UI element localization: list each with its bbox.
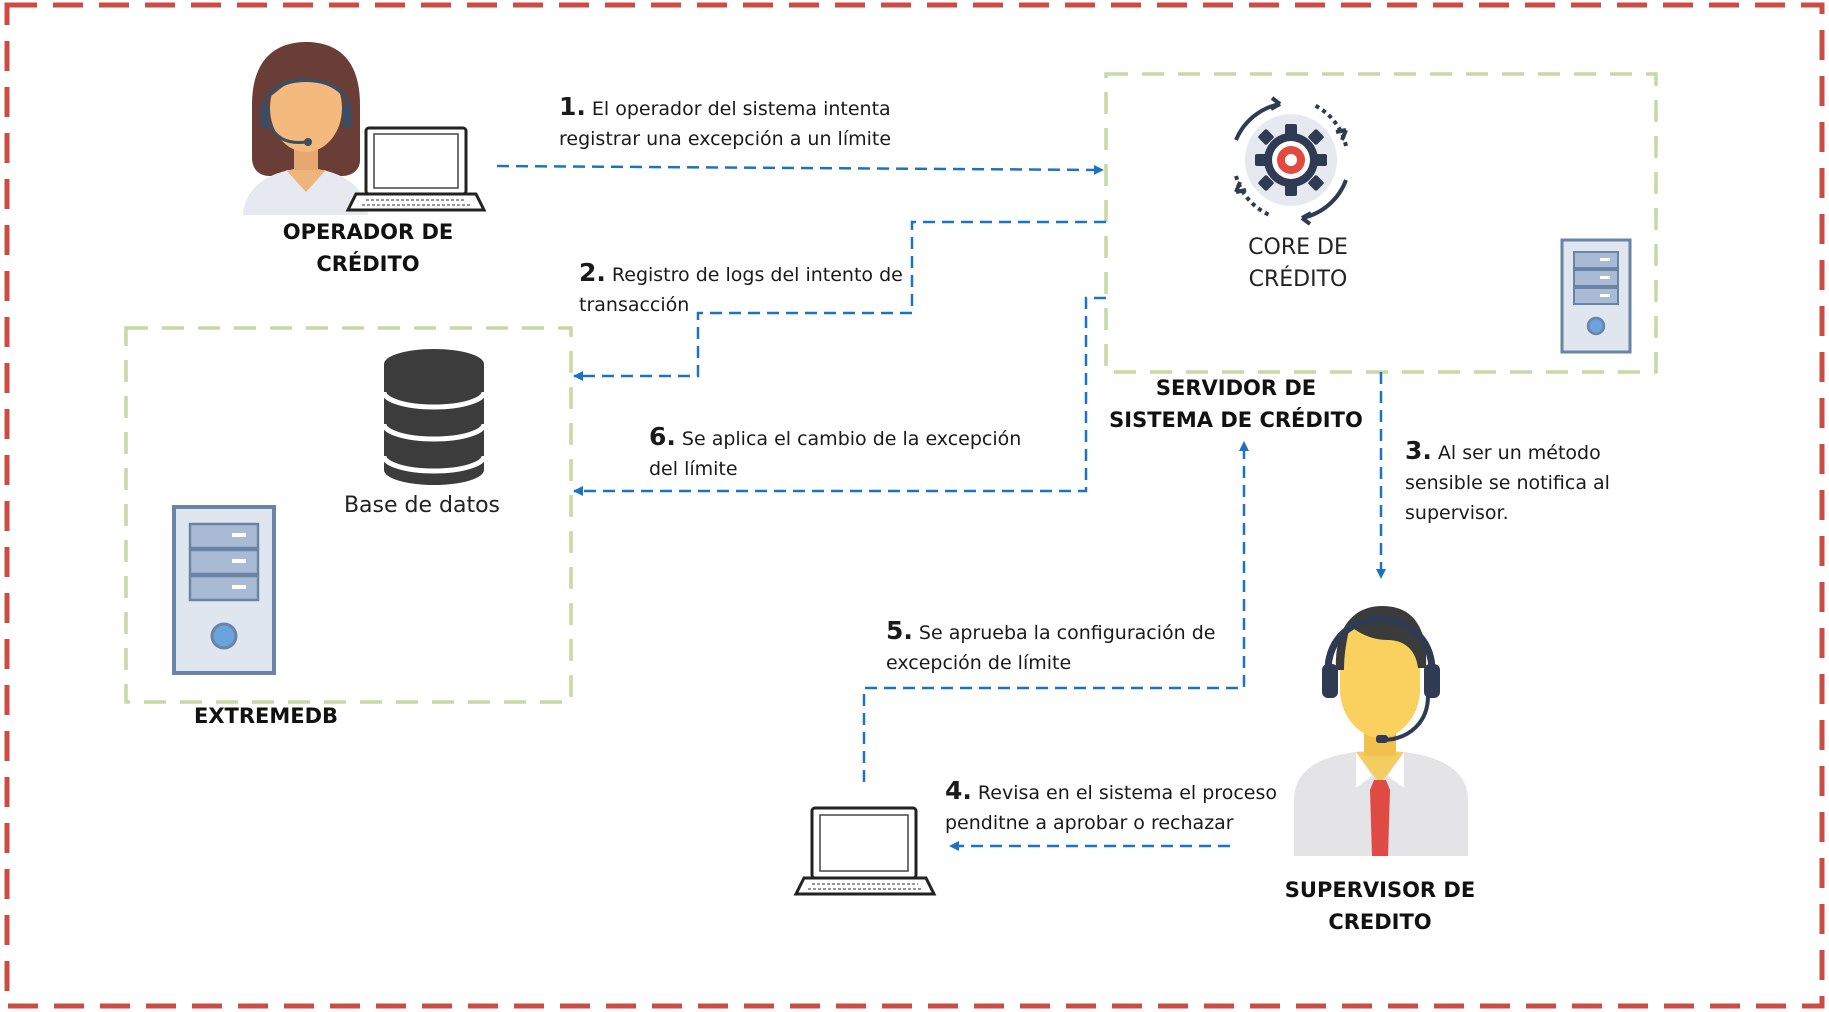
outer-frame [4, 2, 1825, 1009]
step-1-number: 1. [559, 92, 586, 121]
gear-process-icon [1234, 96, 1348, 226]
male-supervisor-headset-icon [1294, 606, 1468, 856]
step-5-number: 5. [886, 616, 913, 645]
operator-title: OPERADOR DE CRÉDITO [282, 220, 454, 276]
step-3-label: 3.Al ser un método sensible se notifica … [1405, 436, 1610, 528]
arrow-step-1 [496, 164, 1104, 175]
step-6-label: 6.Se aplica el cambio de la excepción de… [649, 422, 1021, 484]
arrow-step-2 [573, 220, 1106, 381]
server-title: SERVIDOR DE SISTEMA DE CRÉDITO [1109, 376, 1363, 432]
step-2-number: 2. [579, 258, 606, 287]
step-2-text: Registro de logs del intento de transacc… [579, 264, 903, 316]
extremedb-title: EXTREMEDB [193, 704, 339, 728]
step-6-text: Se aplica el cambio de la excepción del … [649, 428, 1022, 480]
database-icon [381, 349, 487, 485]
female-operator-headset-icon [243, 42, 368, 215]
step-1-text: El operador del sistema intenta registra… [559, 98, 892, 150]
step-5-label: 5.Se aprueba la configuración de excepci… [886, 616, 1215, 678]
server-tower-extremedb-icon [172, 505, 276, 675]
extremedb-group-frame [124, 326, 573, 704]
step-6-number: 6. [649, 422, 676, 451]
step-4-number: 4. [945, 776, 972, 805]
step-1-label: 1.El operador del sistema intenta regist… [559, 92, 891, 154]
step-3-number: 3. [1405, 436, 1432, 465]
step-4-text: Revisa en el sistema el proceso penditne… [945, 782, 1277, 834]
server-tower-icon [1560, 238, 1632, 354]
supervisor-laptop-icon [793, 806, 937, 896]
arrow-step-6 [573, 296, 1106, 496]
supervisor-title: SUPERVISOR DE CREDITO [1284, 878, 1476, 934]
database-caption: Base de datos [343, 493, 501, 518]
step-4-label: 4.Revisa en el sistema el proceso pendit… [945, 776, 1277, 838]
step-3-text: Al ser un método sensible se notifica al… [1405, 442, 1610, 524]
core-caption: CORE DE CRÉDITO [1248, 235, 1348, 292]
arrow-step-5 [862, 441, 1249, 782]
operator-laptop-icon [345, 126, 487, 212]
step-2-label: 2.Registro de logs del intento de transa… [579, 258, 903, 320]
step-5-text: Se aprueba la configuración de excepción… [886, 622, 1216, 674]
